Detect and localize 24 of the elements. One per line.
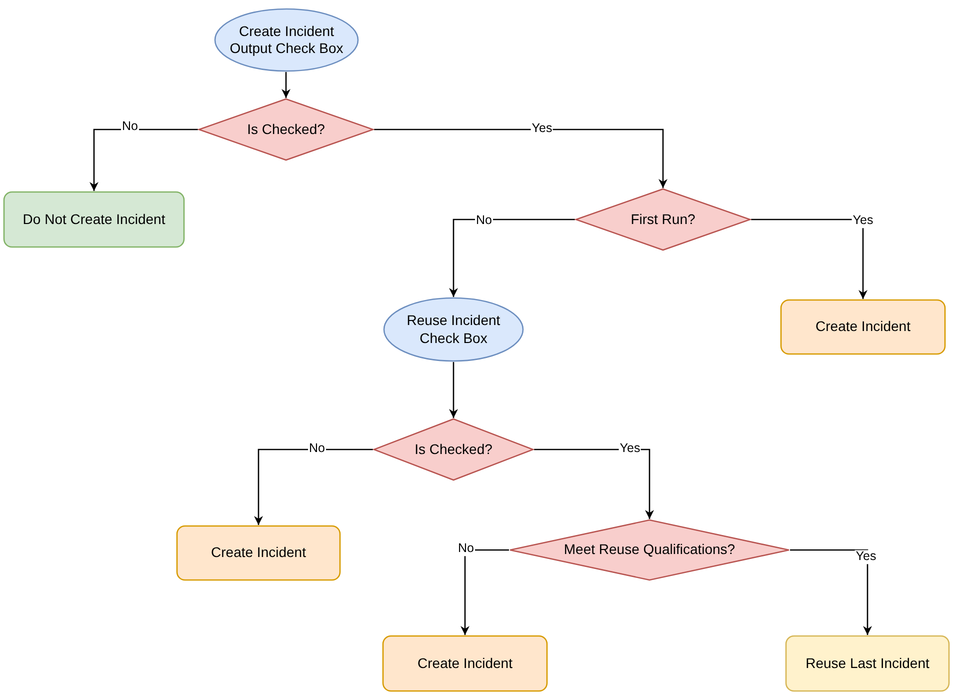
node-label: Create Incident Output Check Box xyxy=(228,22,344,58)
arrow xyxy=(449,218,575,297)
arrow xyxy=(282,72,290,98)
node-label: Create Incident xyxy=(210,544,307,562)
node-label: Reuse Last Incident xyxy=(804,654,930,672)
edge-label: Yes xyxy=(852,214,874,228)
node-label: Is Checked? xyxy=(414,440,494,458)
node-label: Do Not Create Incident xyxy=(22,210,166,228)
node-label: Is Checked? xyxy=(246,120,326,138)
node-label: Reuse Incident Check Box xyxy=(406,312,502,347)
edge-label: No xyxy=(457,542,475,556)
node-label: First Run? xyxy=(630,210,696,228)
arrow xyxy=(751,218,868,299)
arrow xyxy=(90,128,198,191)
node-label: Meet Reuse Qualifications? xyxy=(562,541,736,559)
arrow xyxy=(790,549,872,635)
arrow xyxy=(449,362,458,418)
arrow xyxy=(374,128,668,188)
node-label: Create Incident xyxy=(814,318,912,336)
arrow xyxy=(254,448,373,525)
edge-label: Yes xyxy=(854,550,878,564)
arrow xyxy=(534,448,654,519)
node-label: Create Incident xyxy=(416,654,514,672)
arrow xyxy=(460,549,509,635)
